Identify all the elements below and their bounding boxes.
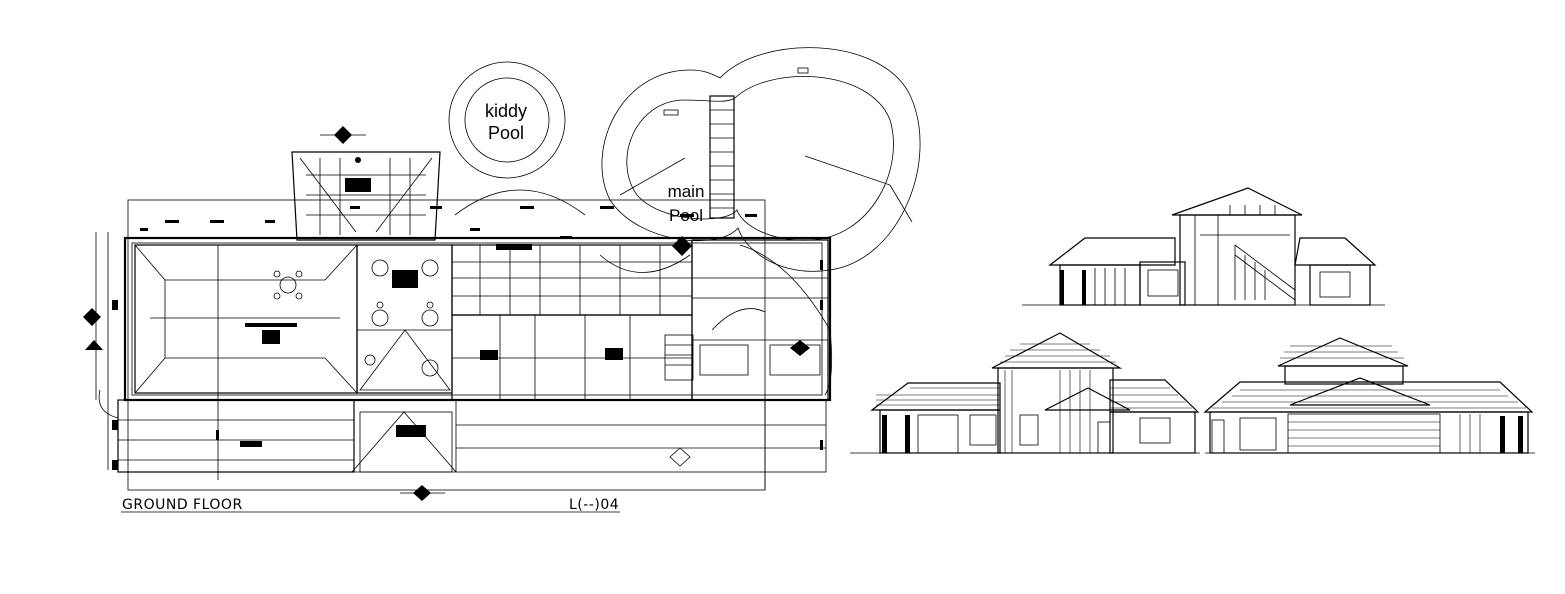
- kiddy-pool: kiddy Pool: [448, 61, 566, 179]
- lower-strip: [117, 399, 827, 490]
- main-pool-label-line2: Pool: [669, 206, 703, 225]
- north-arrow-bottom-icon: [400, 485, 445, 501]
- main-pool: main Pool: [601, 47, 921, 272]
- terrace-grid: [291, 151, 441, 241]
- north-arrow-left-icon: [83, 308, 103, 350]
- dimension-ticks: [112, 206, 823, 470]
- hall-room: [134, 244, 358, 394]
- pool-stair: [709, 95, 735, 219]
- elevation-bottom-left: [850, 332, 1200, 454]
- elevation-top: [1022, 187, 1385, 306]
- elevation-bottom-right: [1203, 337, 1535, 454]
- site-boundary: [127, 199, 766, 491]
- rooms-right: [691, 239, 829, 401]
- floor-title: GROUND FLOOR: [122, 497, 243, 513]
- north-arrow-right-icon: [669, 236, 810, 467]
- ground-floor-plan: GROUND FLOOR L(--)04: [83, 126, 833, 513]
- dining-tables: [356, 244, 453, 394]
- table-set: [273, 270, 303, 300]
- main-pool-label-line1: main: [668, 182, 705, 201]
- sheet-reference: L(--)04: [569, 497, 619, 513]
- kiddy-pool-label-line1: kiddy: [485, 101, 527, 121]
- building-inner-wall: [131, 242, 823, 396]
- rooms-middle: [451, 244, 694, 401]
- kiddy-pool-label-line2: Pool: [488, 123, 524, 143]
- north-arrow-top-icon: [320, 126, 366, 144]
